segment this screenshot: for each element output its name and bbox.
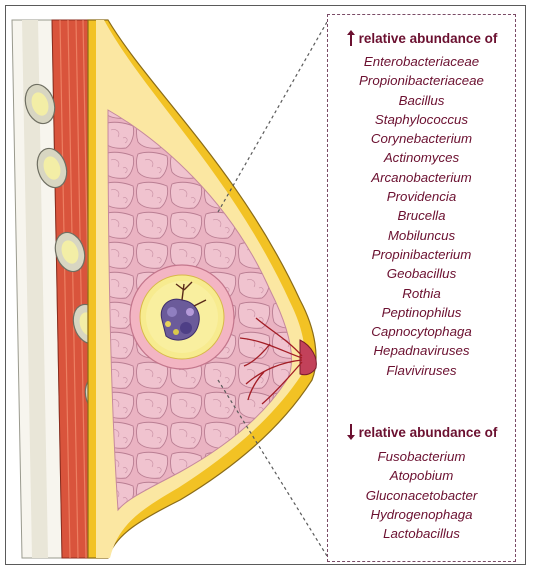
microbiome-panel: relative abundance of Enterobacteriaceae… (327, 14, 516, 562)
arrow-down-icon (346, 423, 356, 441)
taxon-item: Flaviviruses (328, 361, 515, 380)
taxon-item: Hepadnaviruses (328, 341, 515, 360)
taxon-item: Staphylococcus (328, 110, 515, 129)
taxon-item: Fusobacterium (328, 447, 515, 466)
decreased-taxa-list: FusobacteriumAtopobiumGluconacetobacterH… (328, 447, 515, 543)
taxon-item: Peptinophilus (328, 303, 515, 322)
taxon-item: Enterobacteriaceae (328, 52, 515, 71)
increased-heading: relative abundance of (328, 29, 515, 47)
taxon-item: Propinibacterium (328, 245, 515, 264)
taxon-item: Providencia (328, 187, 515, 206)
taxon-item: Propionibacteriaceae (328, 71, 515, 90)
decreased-heading-text: relative abundance of (359, 425, 498, 440)
taxon-item: Atopobium (328, 466, 515, 485)
taxon-item: Bacillus (328, 91, 515, 110)
taxon-item: Mobiluncus (328, 226, 515, 245)
taxon-item: Lactobacillus (328, 524, 515, 543)
increased-heading-text: relative abundance of (359, 31, 498, 46)
taxon-item: Corynebacterium (328, 129, 515, 148)
taxon-item: Geobacillus (328, 264, 515, 283)
taxon-item: Brucella (328, 206, 515, 225)
tumor-region (130, 265, 234, 369)
taxon-item: Rothia (328, 284, 515, 303)
arrow-up-icon (346, 29, 356, 47)
taxon-item: Hydrogenophaga (328, 505, 515, 524)
decreased-heading: relative abundance of (328, 423, 515, 441)
increased-taxa-list: EnterobacteriaceaePropionibacteriaceaeBa… (328, 52, 515, 380)
taxon-item: Capnocytophaga (328, 322, 515, 341)
taxon-item: Actinomyces (328, 148, 515, 167)
taxon-item: Arcanobacterium (328, 168, 515, 187)
taxon-item: Gluconacetobacter (328, 486, 515, 505)
